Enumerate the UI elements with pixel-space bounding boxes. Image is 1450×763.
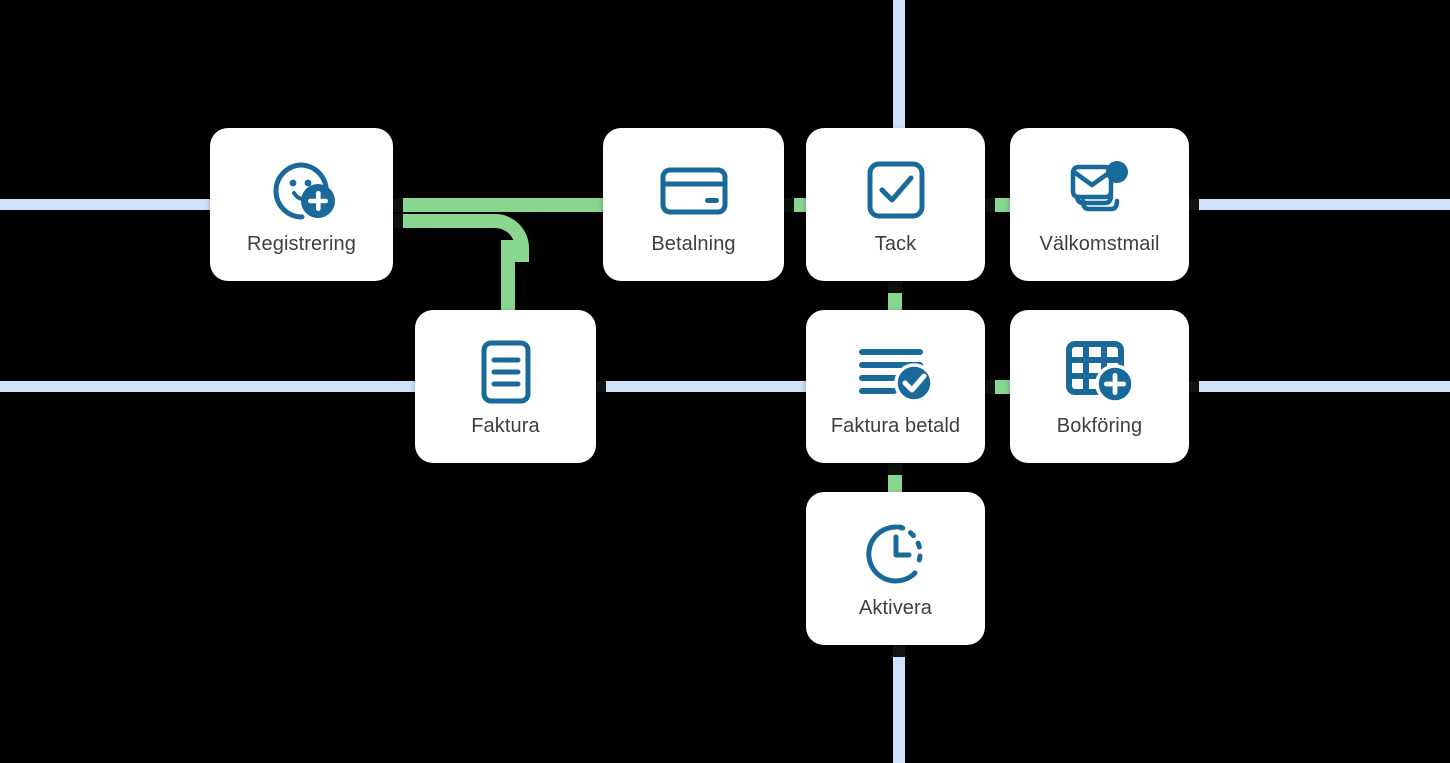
node-label: Bokföring <box>1056 414 1143 437</box>
connector-betalning-to-tack <box>780 198 810 212</box>
node-label: Aktivera <box>858 596 933 619</box>
connector-registrering-branch-vertical <box>501 240 515 315</box>
check-square-icon <box>865 154 927 226</box>
node-label: Registrering <box>246 232 357 255</box>
connector-registrering-to-betalning <box>390 198 606 212</box>
document-lines-icon <box>479 336 533 408</box>
node-label: Faktura <box>471 414 540 437</box>
node-faktura-betald[interactable]: Faktura betald <box>806 310 985 463</box>
connector-faktura-betald-to-aktivera <box>888 460 902 497</box>
connector-tack-to-faktura-betald <box>888 278 902 315</box>
node-aktivera[interactable]: Aktivera <box>806 492 985 645</box>
rail-vertical-top <box>893 0 905 134</box>
node-betalning[interactable]: Betalning <box>603 128 784 281</box>
rail-horizontal-middle <box>0 381 1450 392</box>
node-faktura[interactable]: Faktura <box>415 310 596 463</box>
node-label: Välkomstmail <box>1039 232 1160 255</box>
node-label: Tack <box>874 232 917 255</box>
node-label: Betalning <box>651 232 736 255</box>
user-add-icon <box>266 154 338 226</box>
mail-notification-icon <box>1065 154 1135 226</box>
rail-vertical-bottom <box>893 645 905 763</box>
credit-card-icon <box>659 154 729 226</box>
invoice-paid-check-icon <box>858 336 934 408</box>
node-tack[interactable]: Tack <box>806 128 985 281</box>
spreadsheet-add-icon <box>1065 336 1135 408</box>
clock-dashed-icon <box>863 518 929 590</box>
node-valkomstmail[interactable]: Välkomstmail <box>1010 128 1189 281</box>
connector-tack-to-valkomstmail <box>982 198 1013 212</box>
node-registrering[interactable]: Registrering <box>210 128 393 281</box>
node-label: Faktura betald <box>830 414 961 437</box>
connector-registrering-branch-horizontal <box>390 214 495 228</box>
node-bokforing[interactable]: Bokföring <box>1010 310 1189 463</box>
connector-faktura-betald-to-bokforing <box>982 380 1013 394</box>
